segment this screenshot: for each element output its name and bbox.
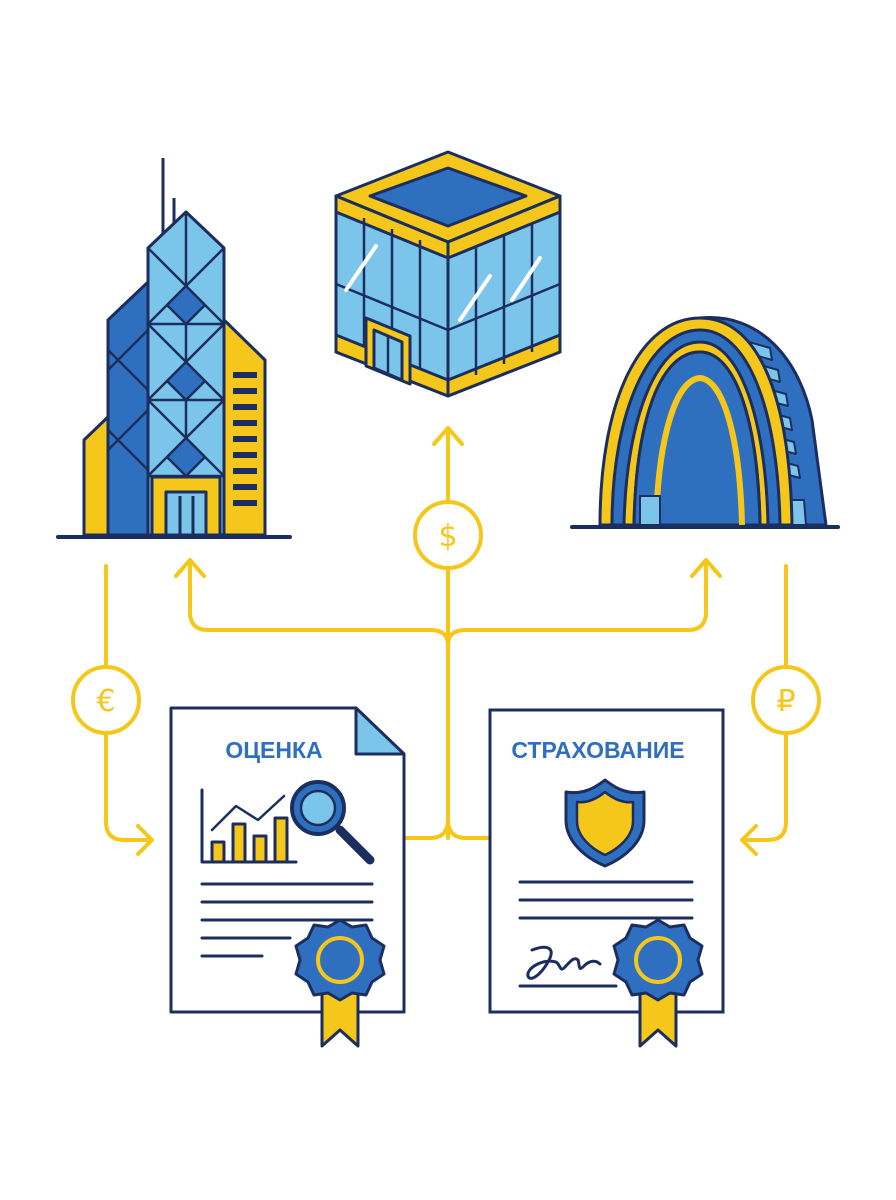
ruble-symbol: ₽ [776, 684, 795, 719]
euro-symbol: € [96, 684, 115, 719]
valuation-title: ОЦЕНКА [225, 737, 322, 763]
valuation-text-lines [200, 882, 374, 958]
dollar-symbol: $ [438, 519, 457, 554]
skyscraper-icon [56, 158, 292, 539]
ruble-line [742, 564, 788, 842]
doc-joiner-left [402, 818, 450, 840]
doc-joiner-right [446, 818, 492, 840]
glass-cube-icon [334, 150, 562, 398]
insurance-document: СТРАХОВАНИЕ [488, 708, 725, 1048]
connector-lines [104, 426, 788, 856]
dollar-icon: $ [413, 500, 483, 570]
arch-building-icon [570, 316, 840, 529]
magnifier-icon [290, 780, 375, 865]
bar-chart-icon [200, 788, 298, 864]
insurance-text-lines [518, 880, 694, 920]
branch-left-line [188, 560, 450, 647]
arrowhead-up-right [690, 558, 722, 578]
shield-icon [564, 778, 646, 868]
page-fold-corner [354, 706, 406, 756]
euro-icon: € [71, 665, 141, 735]
arrowhead-up-center [432, 426, 464, 446]
valuation-document: ОЦЕНКА [169, 706, 406, 1048]
arrowhead-right-to-valuation [136, 824, 154, 856]
insurance-title: СТРАХОВАНИЕ [511, 737, 684, 763]
branch-right-line [446, 560, 708, 647]
arrowhead-up-left [174, 558, 206, 578]
award-seal-icon [294, 918, 386, 1048]
award-seal-icon [612, 918, 704, 1048]
euro-line [104, 564, 152, 842]
arrowhead-left-to-insurance [740, 824, 758, 856]
signature-icon [518, 945, 618, 988]
ruble-icon: ₽ [751, 665, 821, 735]
